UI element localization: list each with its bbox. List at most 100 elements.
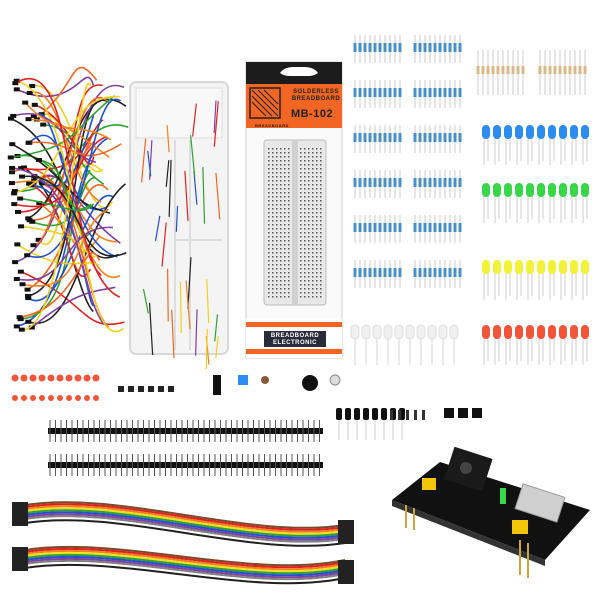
jumper-pin: [19, 282, 26, 287]
transistor: [458, 408, 468, 418]
jumper-wire: [27, 194, 114, 302]
breadboard-hole: [308, 168, 310, 170]
led: [581, 260, 589, 274]
breadboard-hole: [308, 248, 310, 250]
breadboard-hole: [272, 284, 274, 286]
breadboard-hole: [308, 256, 310, 258]
breadboard-hole: [304, 244, 306, 246]
breadboard-hole: [320, 268, 322, 270]
jumper-wire: [11, 167, 105, 325]
breadboard-hole: [300, 188, 302, 190]
breadboard-hole: [316, 264, 318, 266]
jumper-pin: [40, 122, 47, 127]
transistor: [444, 408, 454, 418]
breadboard-hole: [268, 216, 270, 218]
resistor: [443, 223, 447, 232]
resistor: [423, 133, 427, 142]
resistor: [448, 178, 452, 187]
ribbon-wire: [24, 517, 346, 545]
resistor: [418, 133, 422, 142]
jumper-pin: [24, 293, 31, 298]
breadboard-hole: [276, 296, 278, 298]
resistor: [358, 268, 362, 277]
breadboard-hole: [272, 268, 274, 270]
diode: [398, 410, 401, 420]
jumper-pin: [26, 91, 33, 96]
resistor: [583, 66, 587, 74]
resistor: [548, 66, 552, 74]
breadboard-hole: [312, 280, 314, 282]
breadboard-model: MB-102: [290, 108, 334, 120]
breadboard-hole: [280, 272, 282, 274]
ribbon-wire: [24, 507, 346, 535]
resistor: [458, 43, 462, 52]
breadboard-logo-text: BREADBOARD: [255, 123, 289, 128]
breadboard-hole: [288, 172, 290, 174]
breadboard-hole: [276, 272, 278, 274]
breadboard-hole: [308, 204, 310, 206]
breadboard-hole: [284, 180, 286, 182]
jumper-wire-short: [185, 280, 191, 330]
led: [559, 260, 567, 274]
pin-headers: [48, 420, 323, 476]
breadboard-hole: [316, 192, 318, 194]
breadboard-hole: [300, 296, 302, 298]
push-button: [148, 386, 154, 392]
jumper-wire-short: [168, 159, 172, 217]
breadboard-hole: [308, 220, 310, 222]
resistor: [458, 178, 462, 187]
jumper-wire-short: [215, 336, 219, 359]
jumper-pin: [24, 287, 31, 292]
breadboard-hole: [288, 212, 290, 214]
jumper-wire-short: [195, 309, 198, 356]
resistor: [443, 133, 447, 142]
breadboard-hole: [280, 264, 282, 266]
resistor: [393, 223, 397, 232]
breadboard-hole: [276, 276, 278, 278]
breadboard-hole: [316, 244, 318, 246]
resistor: [443, 88, 447, 97]
jumper-wire: [10, 95, 116, 159]
resistor: [398, 178, 402, 187]
jumper-pin: [11, 202, 18, 207]
led: [537, 325, 545, 339]
ceramic-capacitor: [83, 374, 91, 382]
led: [548, 125, 556, 139]
led: [515, 125, 523, 139]
breadboard-hole: [280, 156, 282, 158]
ceramic-capacitor: [57, 395, 63, 401]
resistor: [353, 88, 357, 97]
led: [504, 260, 512, 274]
ceramic-capacitor: [74, 374, 82, 382]
electrolytic-capacitor: [354, 408, 360, 420]
jumper-pin: [31, 102, 38, 107]
breadboard-hole: [280, 252, 282, 254]
resistor: [373, 43, 377, 52]
led-white: [449, 324, 459, 340]
breadboard-hole: [276, 164, 278, 166]
resistor: [578, 66, 582, 74]
breadboard-hole: [288, 200, 290, 202]
breadboard-hole: [320, 184, 322, 186]
resistor: [433, 43, 437, 52]
breadboard-hole: [284, 232, 286, 234]
breadboard-hole: [300, 232, 302, 234]
led: [482, 260, 490, 274]
breadboard-hole: [288, 192, 290, 194]
breadboard-hole: [308, 232, 310, 234]
jumper-wire: [38, 159, 92, 210]
resistor: [443, 43, 447, 52]
breadboard-hole: [284, 148, 286, 150]
breadboard-hole: [304, 172, 306, 174]
breadboard-hole: [316, 252, 318, 254]
resistor: [393, 268, 397, 277]
breadboard-hole: [300, 180, 302, 182]
breadboard-hole: [300, 224, 302, 226]
resistor: [393, 178, 397, 187]
breadboard-hole: [280, 268, 282, 270]
breadboard-hole: [320, 152, 322, 154]
resistor: [428, 178, 432, 187]
led: [493, 325, 501, 339]
breadboard-hole: [304, 256, 306, 258]
breadboard-hole: [304, 148, 306, 150]
